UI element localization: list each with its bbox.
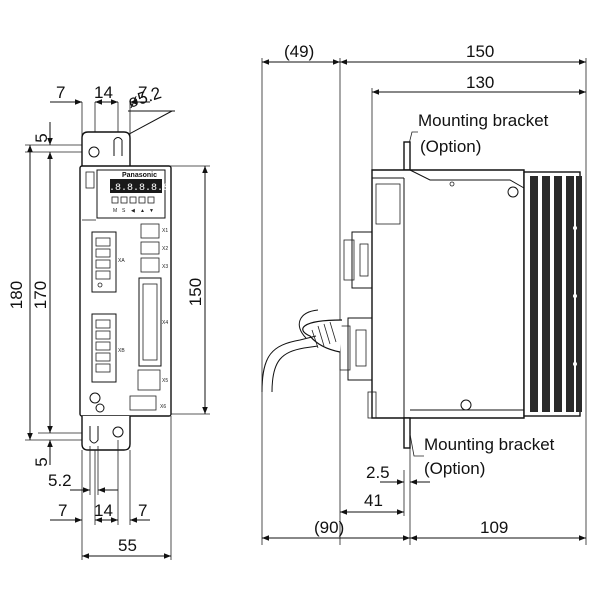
led-display [110,179,162,193]
dim-width-55: 55 [118,536,137,555]
dim-slot-width: 5.2 [48,471,72,490]
driver-side-body [371,169,525,419]
key-up-label: ▲ [140,208,145,214]
label-xb: XB [118,348,125,354]
dim-bottom-14: 14 [94,501,113,520]
top-mounting-bracket [403,141,411,171]
dim-bottom-7-right: 7 [138,501,147,520]
dim-depth-130: 130 [466,73,494,92]
front-view: 7 14 7 ø5.2 5 180 170 5 150 [7,83,210,560]
dim-109: 109 [480,518,508,537]
dim-top-14: 14 [94,83,113,102]
dim-body-height-150: 150 [186,278,205,306]
bracket-bottom-label: Mounting bracket [424,435,555,454]
bracket-top-option: (Option) [420,137,481,156]
label-x6: X6 [160,404,166,410]
dim-cable-clearance-bottom: (90) [314,518,344,537]
display-panel [96,169,166,219]
mounting-hole-icon [88,146,100,158]
top-mounting-tab [81,131,131,166]
dim-hole-diameter: ø5.2 [125,83,163,112]
key-down-label: ▼ [149,208,154,214]
front-top-dims: 7 14 7 [50,83,150,150]
label-x3: X3 [162,264,168,270]
screw-icon [460,399,472,411]
label-xa: XA [118,258,125,264]
dim-top-margin: 5 [32,133,51,142]
ground-screw-icon [95,403,105,413]
ground-screw-icon [89,392,101,404]
keypad: M S ◀ ▲ ▼ [111,196,155,214]
label-x5: X5 [162,378,168,384]
dim-bracket-offset: 2.5 [366,463,390,482]
dim-top-7-right: 7 [138,83,147,102]
mounting-hole-icon [112,426,124,438]
hole-dim: ø5.2 [117,83,175,141]
brand-label: Panasonic [122,172,157,179]
cable [261,309,343,393]
dim-41: 41 [364,491,383,510]
led-digits: 8.8.8.8.8.8 [103,183,169,194]
terminal-block-xa: XA [91,231,125,293]
side-connectors [339,231,373,381]
heat-sink [523,171,582,417]
label-x4: X4 [162,320,168,326]
dim-top-7-left: 7 [56,83,65,102]
dim-total-150: 150 [466,42,494,61]
key-m-label: M [113,208,117,214]
terminal-block-xb: XB [91,313,125,383]
screw-icon [507,186,519,198]
dim-height-170: 170 [31,281,50,309]
signal-connectors: X1 X2 X3 X4 X5 X6 [129,223,168,411]
key-left-label: ◀ [131,208,135,214]
dim-bottom-7-left: 7 [58,501,67,520]
dim-bottom-margin: 5 [32,457,51,466]
side-view: (49) 150 130 Mounting bracket (Option) [261,42,587,545]
bracket-bottom-option: (Option) [424,459,485,478]
label-x1: X1 [162,228,168,234]
label-x2: X2 [162,246,168,252]
dim-height-180: 180 [7,281,26,309]
bottom-mounting-bracket [403,417,411,449]
bracket-top-label: Mounting bracket [418,111,549,130]
key-s-label: S [122,208,126,214]
dim-cable-clearance-top: (49) [284,42,314,61]
